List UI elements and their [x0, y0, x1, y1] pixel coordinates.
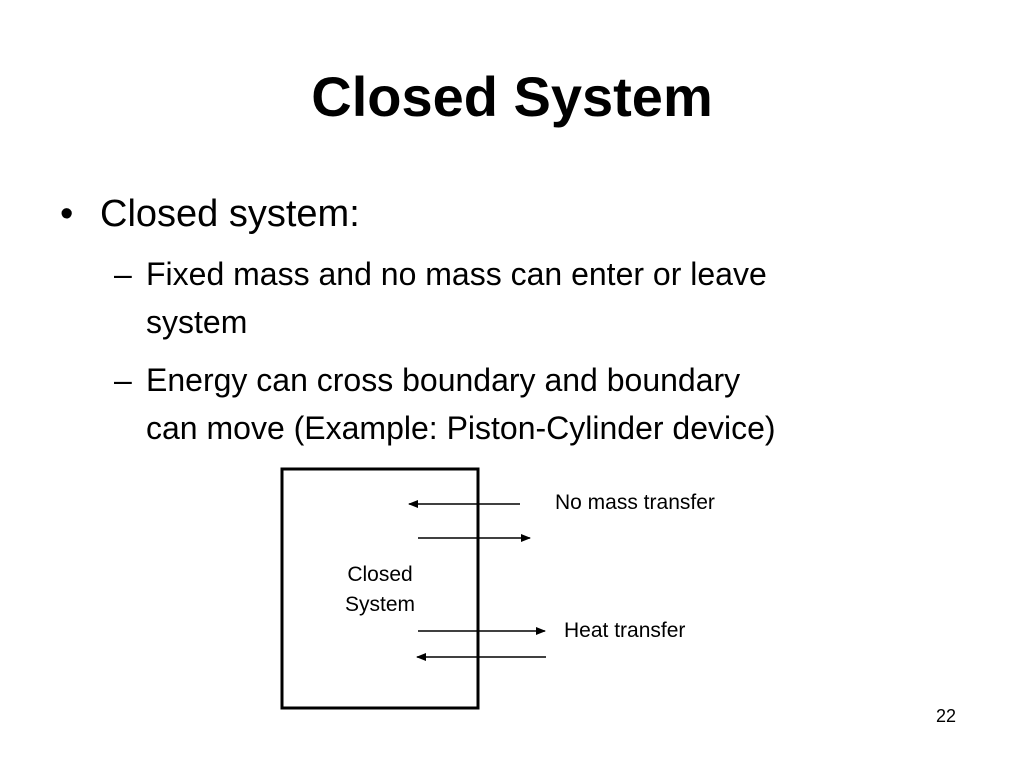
sub-item-text: Energy can cross boundary and boundary c… [146, 362, 776, 446]
system-label-line: Closed [347, 563, 413, 586]
sub-item-marker: – [114, 362, 132, 398]
bullet-text: Closed system: [100, 193, 360, 235]
system-label: Closed System [282, 560, 478, 620]
bullet-marker: • [60, 193, 74, 235]
system-boundary-box [280, 467, 480, 710]
heat-transfer-label: Heat transfer [564, 619, 686, 642]
page-number: 22 [936, 706, 957, 726]
system-label-line: System [344, 593, 415, 616]
sub-item-text: Fixed mass and no mass can enter or leav… [146, 256, 767, 340]
slide-title: Closed System [311, 65, 713, 128]
mass-transfer-label: No mass transfer [555, 491, 715, 514]
sub-item-marker: – [114, 256, 132, 292]
